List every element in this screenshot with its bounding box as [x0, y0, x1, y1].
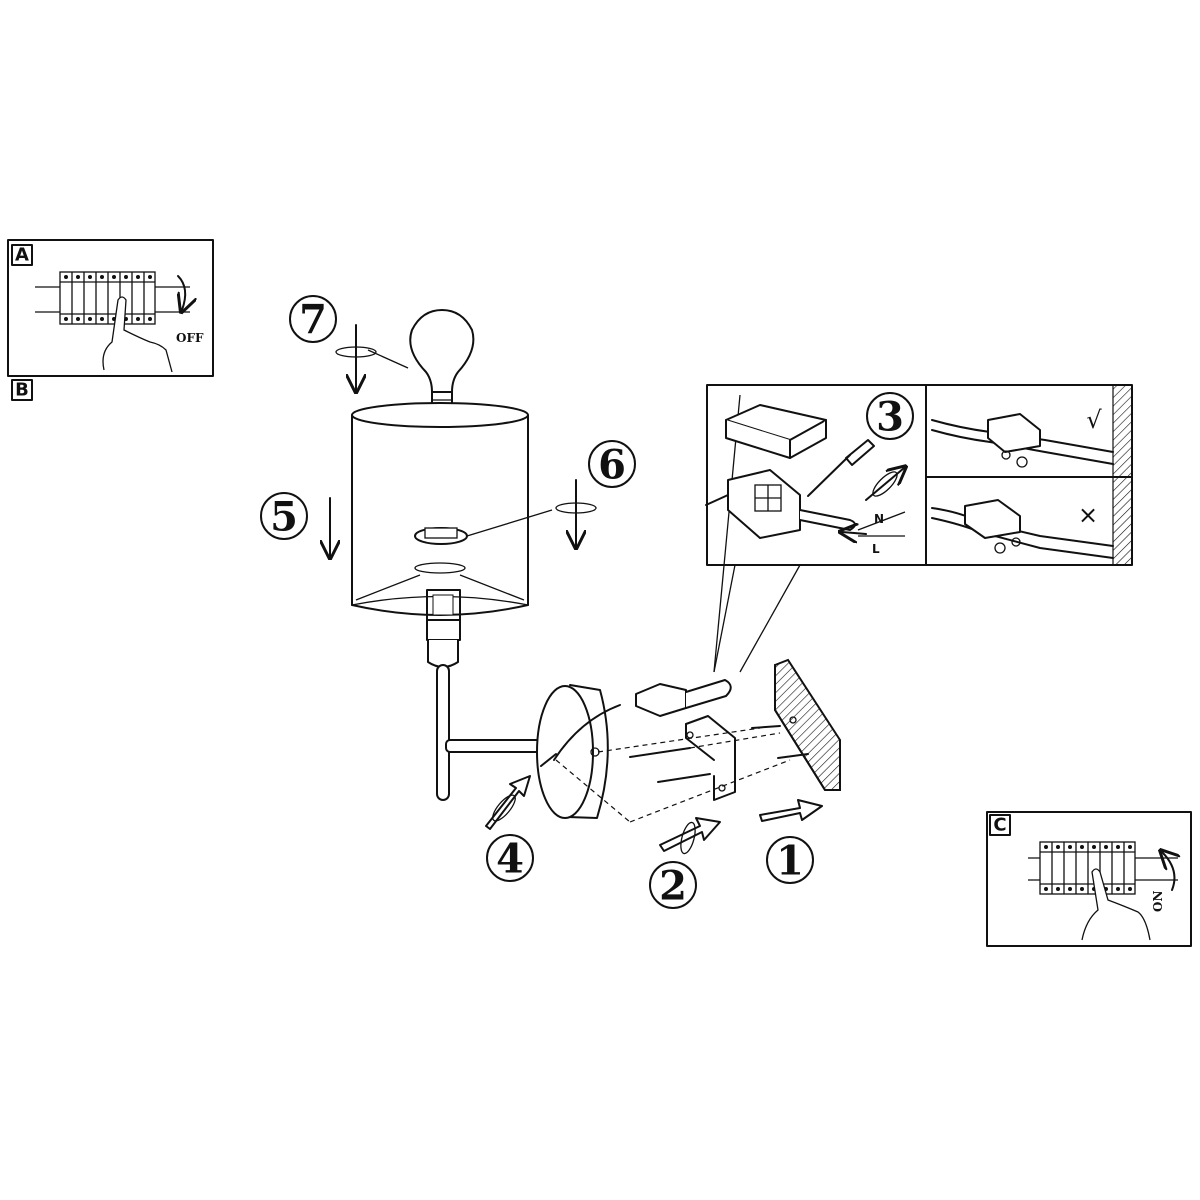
switch-down-arrow-icon — [178, 275, 185, 310]
step-4: 4 — [486, 834, 534, 883]
hand-icon — [102, 296, 173, 373]
svg-text:4: 4 — [496, 836, 524, 883]
wall-section — [774, 658, 841, 791]
svg-text:1: 1 — [776, 838, 804, 885]
screwdriver-icon — [807, 439, 875, 497]
direction-arrows — [330, 324, 823, 855]
panel-a-letter: A — [15, 245, 29, 266]
circuit-breaker-icon — [35, 271, 190, 325]
hand-icon — [1081, 868, 1151, 941]
wall-canopy — [536, 684, 621, 819]
correct-installation: √ — [931, 384, 1133, 478]
terminal-connector — [635, 394, 741, 717]
svg-text:5: 5 — [270, 494, 298, 541]
panel-c-on-label: ON — [1151, 891, 1165, 912]
live-wire-label: L — [872, 542, 880, 556]
svg-text:2: 2 — [659, 863, 687, 910]
wrong-mark-icon: × — [1078, 501, 1098, 529]
panel-c-letter-box — [989, 814, 1011, 836]
panel-a-off-label: OFF — [176, 331, 204, 345]
neutral-wire-label: N — [874, 512, 884, 526]
incorrect-installation: × — [931, 476, 1133, 566]
mounting-bracket — [685, 715, 736, 801]
panel-c-power-on: C ON — [986, 811, 1192, 947]
wiring-detail-callout: N L √ × — [705, 384, 1133, 673]
canopy-screw-icon — [540, 753, 557, 767]
step-2: 2 — [649, 861, 697, 910]
connector-cover — [725, 404, 827, 459]
correct-mark-icon: √ — [1086, 406, 1102, 434]
lamp-shade — [351, 402, 529, 616]
switch-up-arrow-icon — [1162, 852, 1174, 891]
panel-c-letter: C — [993, 815, 1006, 836]
svg-text:6: 6 — [598, 442, 626, 489]
shade-ring-nut — [414, 509, 553, 545]
step-5: 5 — [260, 492, 308, 541]
open-terminal-block — [705, 469, 856, 539]
svg-text:3: 3 — [876, 394, 904, 441]
panel-b-letter: B — [15, 380, 29, 401]
step-7: 7 — [289, 295, 337, 344]
panel-b-marker: B — [11, 379, 33, 401]
svg-text:7: 7 — [299, 297, 327, 344]
panel-a-letter-box — [11, 244, 33, 266]
alignment-lines — [555, 727, 791, 823]
step-6: 6 — [588, 440, 636, 489]
step-3: 3 — [866, 392, 914, 441]
circuit-breaker-icon — [1028, 841, 1178, 895]
step-1: 1 — [766, 836, 814, 885]
lamp-socket-and-arm — [426, 589, 547, 801]
panel-a-power-off: A OFF — [7, 239, 214, 377]
